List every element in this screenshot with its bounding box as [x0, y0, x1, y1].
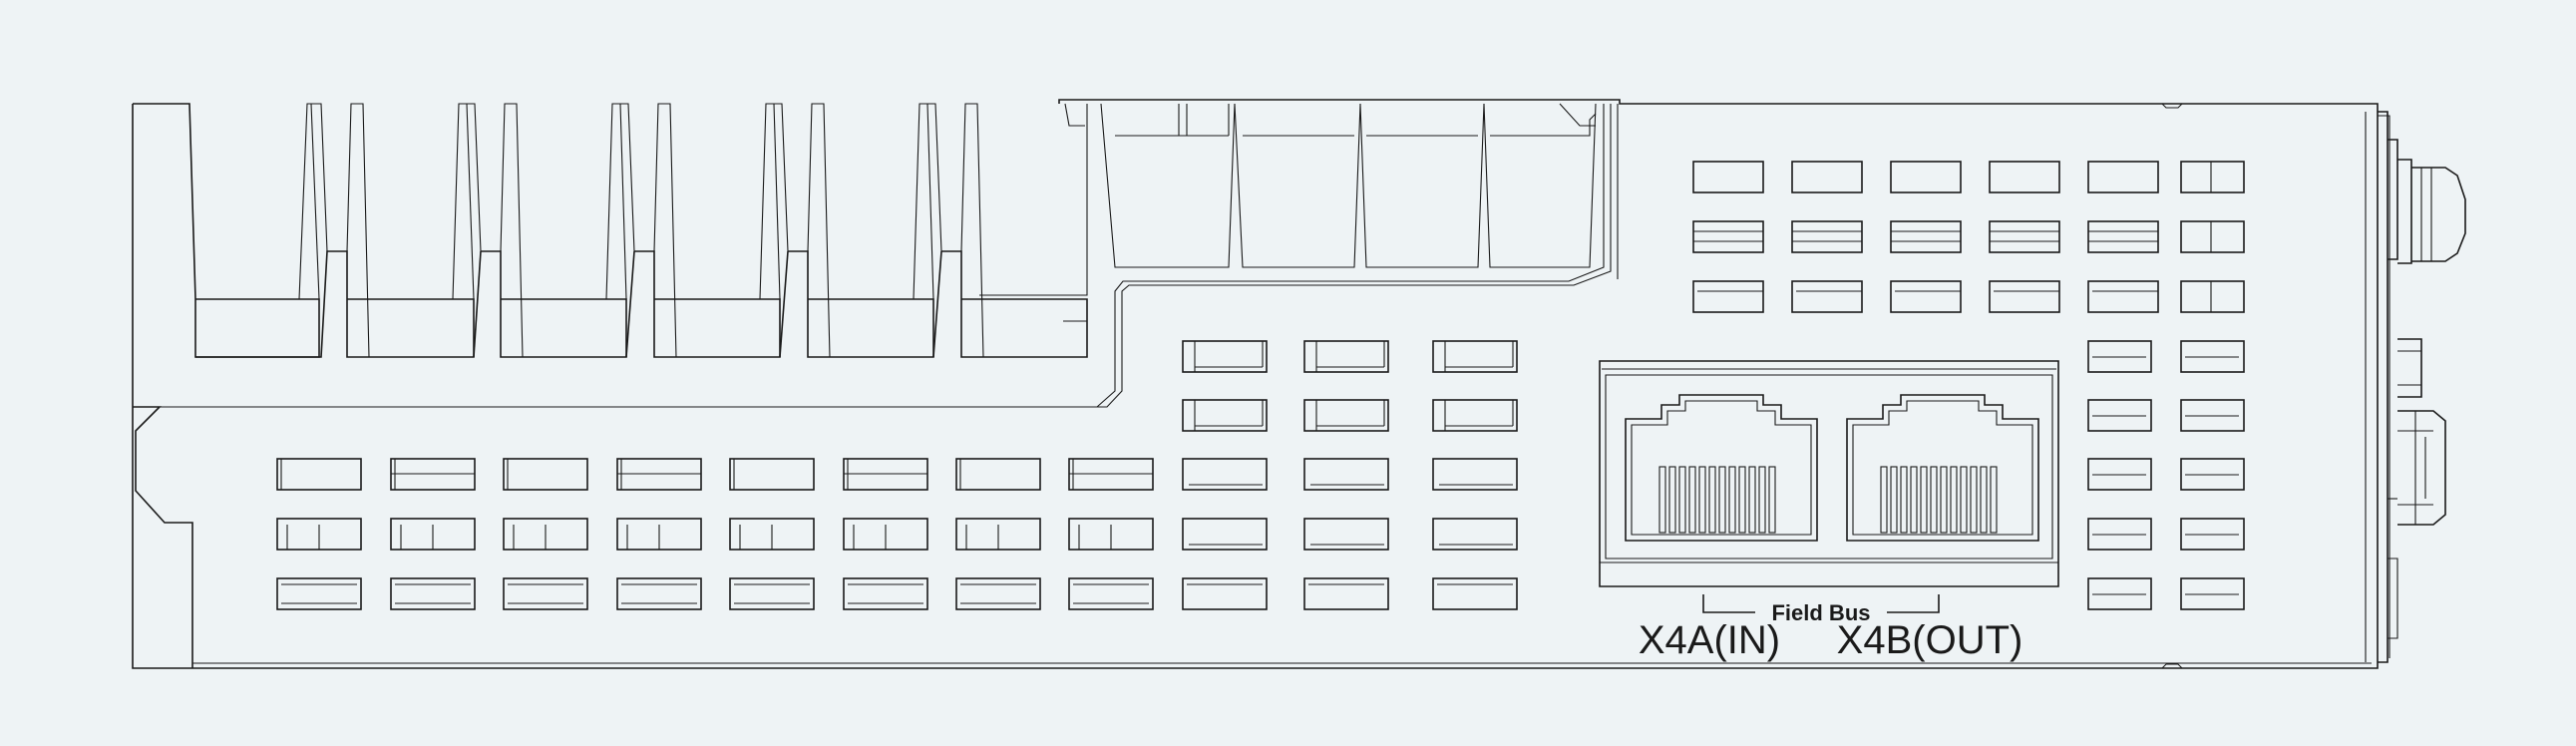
rj45-pin	[1990, 466, 1998, 534]
rj45-pin	[1708, 466, 1716, 534]
vent-slot	[2180, 518, 2245, 551]
vent-slot	[1890, 280, 1962, 313]
vent-slot	[1432, 577, 1518, 610]
vent-slot	[616, 577, 702, 610]
vent-slot	[2087, 340, 2152, 373]
vent-slot	[1692, 280, 1764, 313]
vent-slot	[2087, 220, 2159, 253]
vent-slot	[1432, 518, 1518, 551]
vent-slot	[1182, 399, 1268, 432]
vent-slot	[2087, 161, 2159, 193]
vent-slot	[2180, 280, 2245, 313]
rj45-pin	[1940, 466, 1948, 534]
vent-slot	[2180, 458, 2245, 491]
rj45-pin	[1718, 466, 1726, 534]
vent-slot	[276, 577, 362, 610]
vent-slot	[1432, 399, 1518, 432]
vent-slot	[2180, 577, 2245, 610]
vent-slot	[2180, 399, 2245, 432]
rj45-pin	[1758, 466, 1766, 534]
vent-slot	[2087, 518, 2152, 551]
rj45-pin	[1658, 466, 1666, 534]
rj45-pin	[1900, 466, 1908, 534]
vent-slot	[1692, 220, 1764, 253]
vent-slot	[1068, 577, 1154, 610]
vent-grid	[276, 340, 1518, 610]
rj45-pin	[1980, 466, 1988, 534]
rj45-pin	[1768, 466, 1776, 534]
fieldbus-housing	[1599, 360, 2059, 587]
vent-slot	[1303, 458, 1389, 491]
vent-slot	[1182, 518, 1268, 551]
vent-slot	[2180, 340, 2245, 373]
vent-slot	[1432, 340, 1518, 373]
side-connectors	[2378, 115, 2466, 658]
rj45-pin	[1688, 466, 1696, 534]
rj45-pin	[1930, 466, 1938, 534]
vent-slot	[1303, 577, 1389, 610]
port-label-x4a: X4A(IN)	[1639, 618, 1780, 662]
rj45-pin	[1960, 466, 1968, 534]
vent-slot	[276, 458, 362, 491]
vent-slot	[1791, 280, 1863, 313]
vent-slot	[390, 577, 476, 610]
rj45-pin	[1738, 466, 1746, 534]
rj45-pin	[1910, 466, 1918, 534]
housing-outline	[132, 99, 2389, 669]
vent-slot	[1303, 399, 1389, 432]
vent-slot	[2180, 161, 2245, 193]
vent-slot	[1989, 280, 2060, 313]
rj45-pin	[1880, 466, 1888, 534]
vent-slot	[2087, 399, 2152, 432]
rj45-port-x4b[interactable]	[1846, 394, 2039, 542]
vent-slot	[1182, 340, 1268, 373]
vent-slot	[2180, 220, 2245, 253]
rj45-pin	[1970, 466, 1978, 534]
rj45-pin	[1920, 466, 1928, 534]
vent-slot	[1432, 458, 1518, 491]
vent-slot	[1791, 161, 1863, 193]
fieldbus-bracket	[1702, 594, 1940, 613]
rj45-pin	[1668, 466, 1676, 534]
vent-slot	[729, 577, 815, 610]
vent-slot	[1989, 220, 2060, 253]
vent-slot	[1989, 161, 2060, 193]
vent-slot	[2087, 458, 2152, 491]
vent-slot	[955, 577, 1041, 610]
heatsink-fins	[133, 103, 1597, 358]
vent-slot	[1303, 518, 1389, 551]
vent-slot	[1303, 340, 1389, 373]
vent-slot	[1890, 161, 1962, 193]
vent-slot	[1182, 458, 1268, 491]
vent-slot	[1890, 220, 1962, 253]
vent-slot	[503, 577, 588, 610]
rj45-pin	[1950, 466, 1958, 534]
vent-grid-right	[1692, 161, 2245, 610]
vent-slot	[729, 458, 815, 491]
vent-slot	[1692, 161, 1764, 193]
vent-slot	[843, 577, 928, 610]
vent-slot	[2087, 280, 2159, 313]
vent-slot	[503, 458, 588, 491]
vent-slot	[2087, 577, 2152, 610]
rj45-pin	[1890, 466, 1898, 534]
rj45-pin	[1748, 466, 1756, 534]
fieldbus-label: Field Bus	[1771, 600, 1870, 625]
vent-slot	[1791, 220, 1863, 253]
rj45-port-x4a[interactable]	[1625, 394, 1818, 542]
rj45-pin	[1698, 466, 1706, 534]
vent-slot	[1182, 577, 1268, 610]
rj45-pin	[1678, 466, 1686, 534]
port-label-x4b: X4B(OUT)	[1837, 618, 2024, 662]
vent-slot	[955, 458, 1041, 491]
rj45-pin	[1728, 466, 1736, 534]
